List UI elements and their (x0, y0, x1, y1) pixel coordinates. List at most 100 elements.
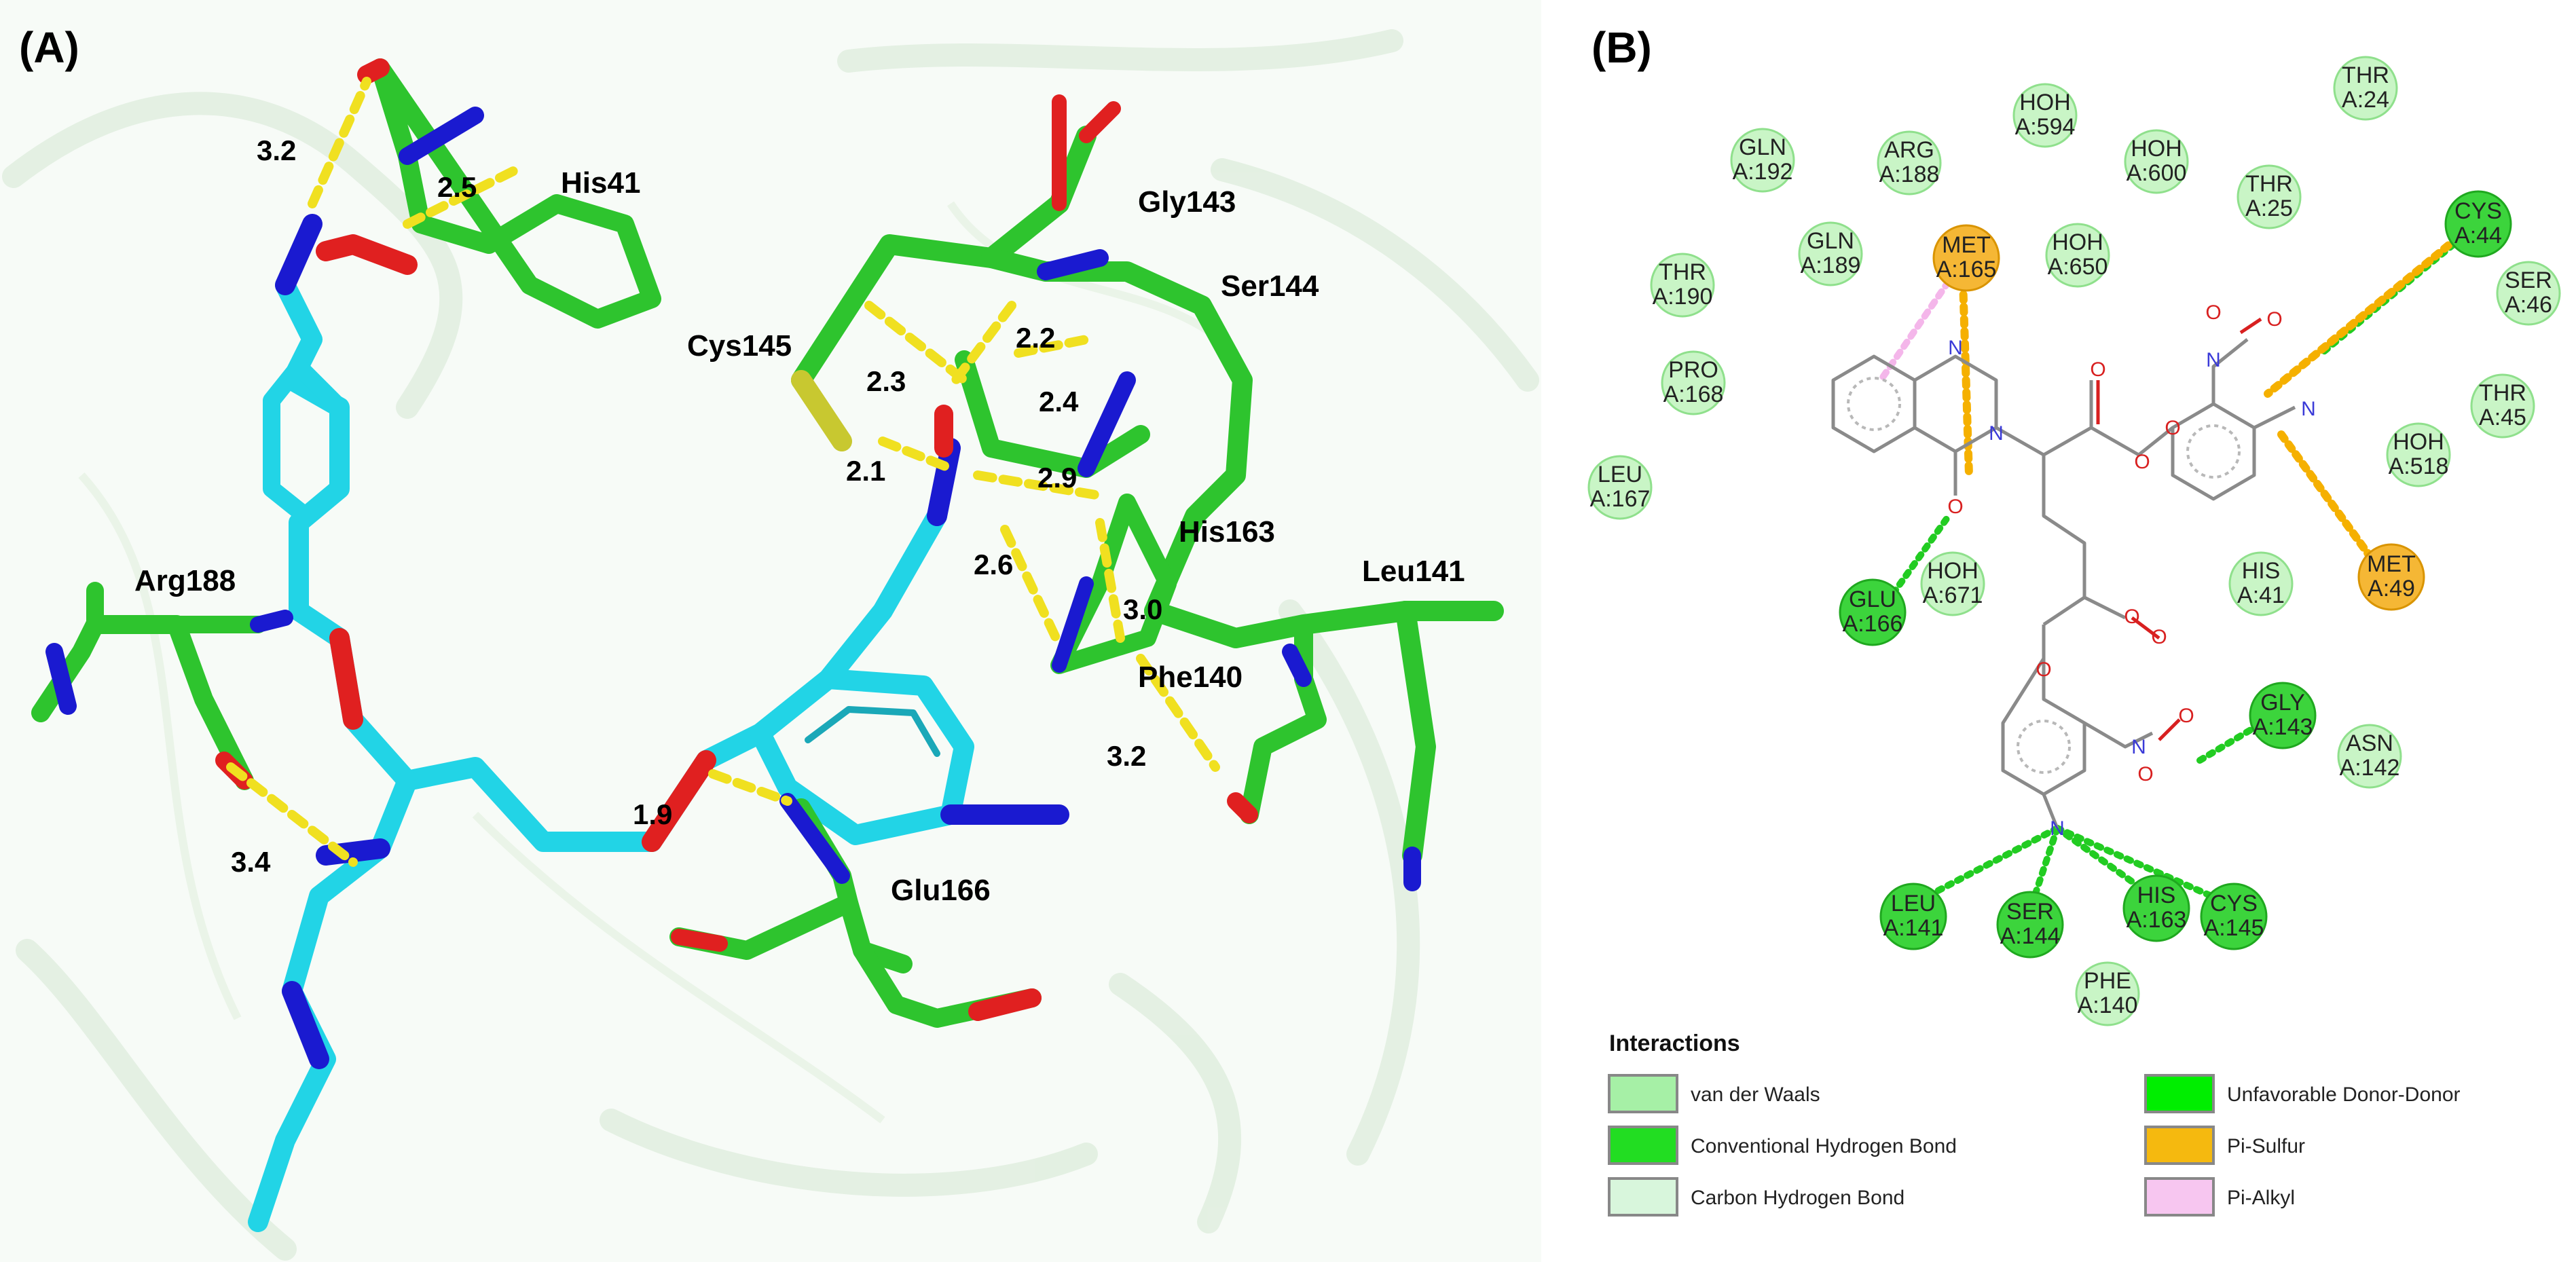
residue-label-his163: His163 (1179, 515, 1275, 549)
svg-text:A:594: A:594 (2015, 114, 2076, 140)
atom-o-nitro-1b: O (2266, 308, 2282, 331)
svg-text:A:189: A:189 (1801, 253, 1861, 278)
residue-ser144: SER A:144 (1996, 891, 2064, 959)
svg-text:A:190: A:190 (1653, 284, 1713, 310)
panel-a-label: (A) (19, 23, 79, 72)
residue-met49: MET A:49 (2357, 543, 2425, 611)
residue-label-gly143: Gly143 (1138, 185, 1236, 219)
svg-text:Pi-Alkyl: Pi-Alkyl (2227, 1187, 2295, 1209)
legend-swatch (2144, 1074, 2215, 1113)
atom-n-1: N (1948, 337, 1963, 359)
svg-text:A:145: A:145 (2204, 915, 2264, 941)
svg-text:A:163: A:163 (2127, 907, 2187, 933)
svg-text:THR: THR (2479, 380, 2526, 406)
svg-text:MET: MET (1942, 232, 1991, 258)
residue-met165: MET A:165 (1932, 224, 2000, 292)
distance-label-2-1: 2.1 (846, 455, 885, 487)
residue-thr45: THR A:45 (2470, 373, 2535, 439)
distance-label-3-2-bottom: 3.2 (1107, 740, 1146, 772)
ligand-double-bonds (2096, 317, 2262, 741)
svg-text:A:143: A:143 (2253, 714, 2313, 740)
svg-text:HOH: HOH (2052, 229, 2103, 255)
protein-loop-background (78, 201, 1239, 1124)
panel-b-2d-diagram: (B) (1587, 23, 2561, 1217)
residue-leu167: LEU A:167 (1587, 455, 1653, 520)
distance-label-3-2-top: 3.2 (257, 134, 296, 166)
residue-leu141: LEU A:141 (1879, 883, 1947, 950)
legend-item-unfavorable-donor-donor: Unfavorable Donor-Donor (2144, 1074, 2461, 1113)
atom-o-ester-2: O (2134, 451, 2150, 473)
svg-text:A:650: A:650 (2048, 254, 2108, 280)
atom-o-nitro-2a: O (2137, 763, 2153, 785)
svg-text:A:165: A:165 (1936, 257, 1997, 282)
svg-text:PRO: PRO (1668, 357, 1718, 383)
legend-item-carbon-hydrogen-bond: Carbon Hydrogen Bond (1608, 1177, 1905, 1217)
residue-his163: HIS A:163 (2122, 874, 2190, 942)
distance-lines (226, 77, 1220, 867)
panel-a-residue-labels: His41 Gly143 Ser144 Cys145 His163 Leu141… (134, 166, 1465, 907)
svg-text:A:167: A:167 (1590, 486, 1651, 512)
svg-text:THR: THR (2342, 62, 2389, 88)
svg-text:CYS: CYS (2210, 891, 2258, 916)
svg-text:HOH: HOH (2393, 429, 2444, 455)
distance-label-1-9: 1.9 (633, 798, 672, 830)
atom-n-amine-2: N (2050, 817, 2065, 840)
residue-phe140: PHE A:140 (2075, 961, 2140, 1026)
atom-o-ring-link: O (2165, 417, 2180, 439)
svg-text:GLN: GLN (1807, 228, 1854, 254)
residue-hoh518: HOH A:518 (2386, 422, 2451, 487)
atom-o-nitro-1a: O (2205, 301, 2221, 324)
residue-label-phe140: Phe140 (1138, 661, 1243, 694)
legend-swatch (2144, 1126, 2215, 1165)
svg-text:A:49: A:49 (2368, 576, 2415, 601)
svg-text:A:41: A:41 (2237, 582, 2285, 608)
residue-hoh671: HOH A:671 (1920, 551, 1985, 616)
residue-hoh650: HOH A:650 (2045, 223, 2110, 288)
svg-text:SER: SER (2505, 267, 2552, 293)
svg-text:A:45: A:45 (2479, 405, 2526, 430)
atom-n-nitro-1: N (2206, 349, 2221, 371)
residue-hoh600: HOH A:600 (2124, 129, 2189, 194)
distance-label-2-5: 2.5 (437, 171, 477, 203)
svg-text:GLY: GLY (2260, 690, 2305, 716)
legend-item-conventional-hydrogen-bond: Conventional Hydrogen Bond (1608, 1126, 1957, 1165)
atom-o-ester-3: O (2151, 626, 2167, 648)
legend-swatch (1608, 1177, 1678, 1217)
residue-his41: HIS A:41 (2228, 551, 2294, 616)
svg-text:Conventional Hydrogen Bond: Conventional Hydrogen Bond (1691, 1135, 1957, 1157)
residue-sticks (31, 58, 1504, 1028)
atom-o-carbonyl: O (1947, 496, 1963, 518)
svg-text:CYS: CYS (2454, 198, 2502, 224)
residue-pro168: PRO A:168 (1661, 350, 1726, 415)
svg-text:MET: MET (2367, 551, 2416, 577)
svg-text:Carbon Hydrogen Bond: Carbon Hydrogen Bond (1691, 1187, 1905, 1209)
residue-arg188: ARG A:188 (1877, 130, 1942, 196)
distance-label-2-6: 2.6 (974, 549, 1013, 580)
ligand-sticks (248, 214, 1069, 1232)
svg-text:PHE: PHE (2084, 968, 2131, 994)
protein-ribbon-background (2, 29, 1539, 1261)
svg-text:A:188: A:188 (1879, 162, 1940, 187)
residue-cys145: CYS A:145 (2200, 883, 2268, 950)
distance-label-2-3: 2.3 (866, 365, 906, 397)
residue-gln189: GLN A:189 (1798, 221, 1863, 286)
svg-text:THR: THR (2245, 171, 2293, 197)
svg-text:HOH: HOH (2019, 90, 2071, 115)
residue-label-leu141: Leu141 (1362, 555, 1465, 588)
residue-glu166: GLU A:166 (1839, 578, 1907, 646)
atom-o-ester-5: O (2124, 606, 2139, 628)
distance-label-3-4: 3.4 (231, 846, 271, 878)
svg-text:A:141: A:141 (1883, 915, 1944, 941)
svg-text:van der Waals: van der Waals (1691, 1083, 1820, 1106)
legend-item-pi-alkyl: Pi-Alkyl (2144, 1177, 2295, 1217)
panel-a-distance-labels: 3.2 2.5 2.2 2.3 2.4 2.1 2.9 2.6 3.0 3.2 … (231, 134, 1162, 878)
residue-gly143: GLY A:143 (2249, 682, 2317, 749)
svg-text:A:25: A:25 (2245, 196, 2293, 221)
svg-text:THR: THR (1659, 259, 1706, 285)
distance-label-2-9: 2.9 (1037, 462, 1077, 494)
svg-text:A:518: A:518 (2389, 453, 2449, 479)
svg-text:HIS: HIS (2137, 883, 2176, 908)
residue-asn142: ASN A:142 (2337, 724, 2402, 789)
panel-b-label: (B) (1591, 23, 1652, 72)
svg-text:Unfavorable Donor-Donor: Unfavorable Donor-Donor (2227, 1083, 2461, 1106)
